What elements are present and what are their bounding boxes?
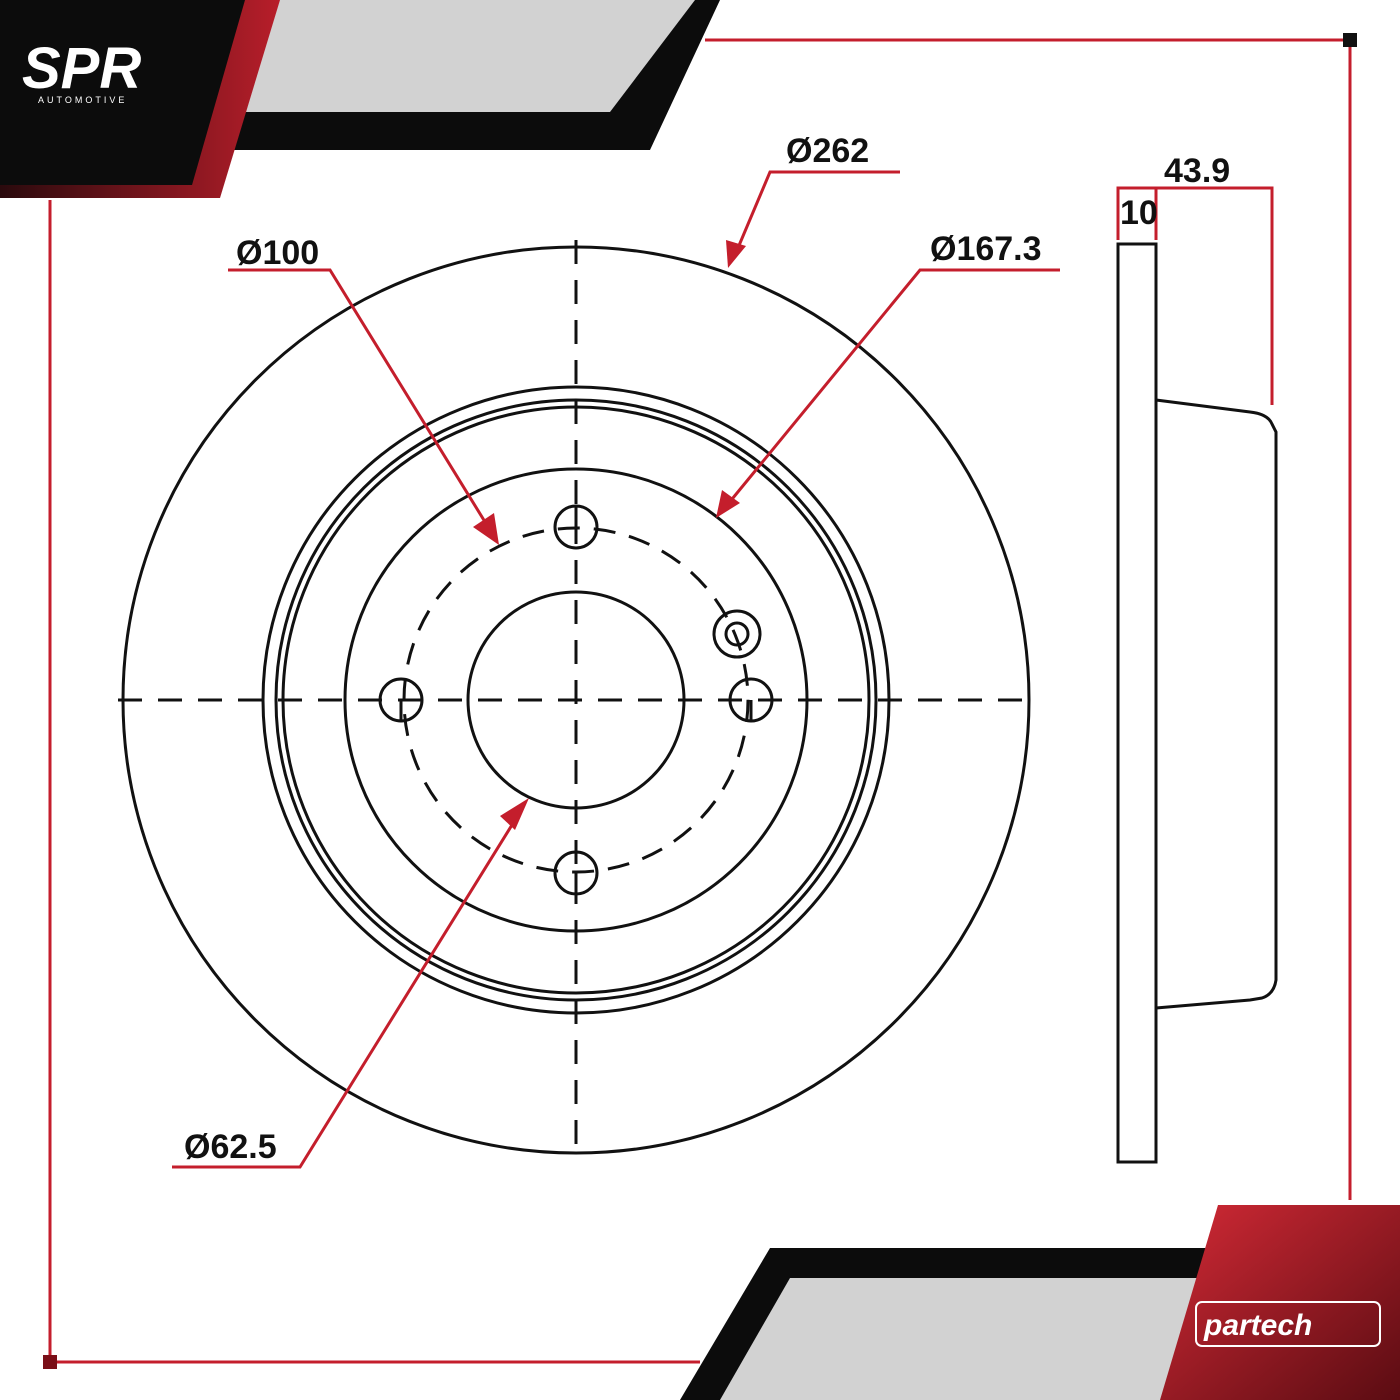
disc-side-view: [1116, 242, 1278, 1164]
frame-lines: [48, 38, 1352, 1364]
spr-logo: SPR AUTOMOTIVE: [22, 36, 141, 105]
center-lines: [118, 240, 1036, 1158]
frame-corner-marker: [43, 1355, 57, 1369]
arrow-head: [726, 240, 746, 268]
outer-diameter-label: Ø262: [786, 132, 869, 170]
partech-logo: partech: [1195, 1301, 1381, 1347]
locating-hole-inner: [724, 621, 750, 647]
hat-diameter-label: Ø167.3: [930, 230, 1042, 268]
overall-height-label: 43.9: [1164, 152, 1230, 190]
logo-subtitle: AUTOMOTIVE: [38, 95, 127, 105]
center-bore-label: Ø62.5: [184, 1128, 277, 1166]
top-banner: [0, 0, 720, 198]
bolt-circle-label: Ø100: [236, 234, 319, 272]
hat-profile: [1155, 398, 1278, 1010]
frame-corner-marker: [1343, 33, 1357, 47]
arrow-head: [500, 798, 529, 830]
brand-text: partech: [1203, 1309, 1312, 1342]
locating-hole-outer: [712, 609, 762, 659]
arrow-head: [716, 490, 740, 518]
logo-name: SPR: [22, 36, 141, 101]
dimension-leaders: [172, 170, 1274, 1169]
friction-ring-profile: [1116, 242, 1158, 1164]
dimension-arrowheads: [473, 240, 746, 830]
thickness-label: 10: [1120, 194, 1158, 232]
arrow-head: [473, 513, 499, 545]
